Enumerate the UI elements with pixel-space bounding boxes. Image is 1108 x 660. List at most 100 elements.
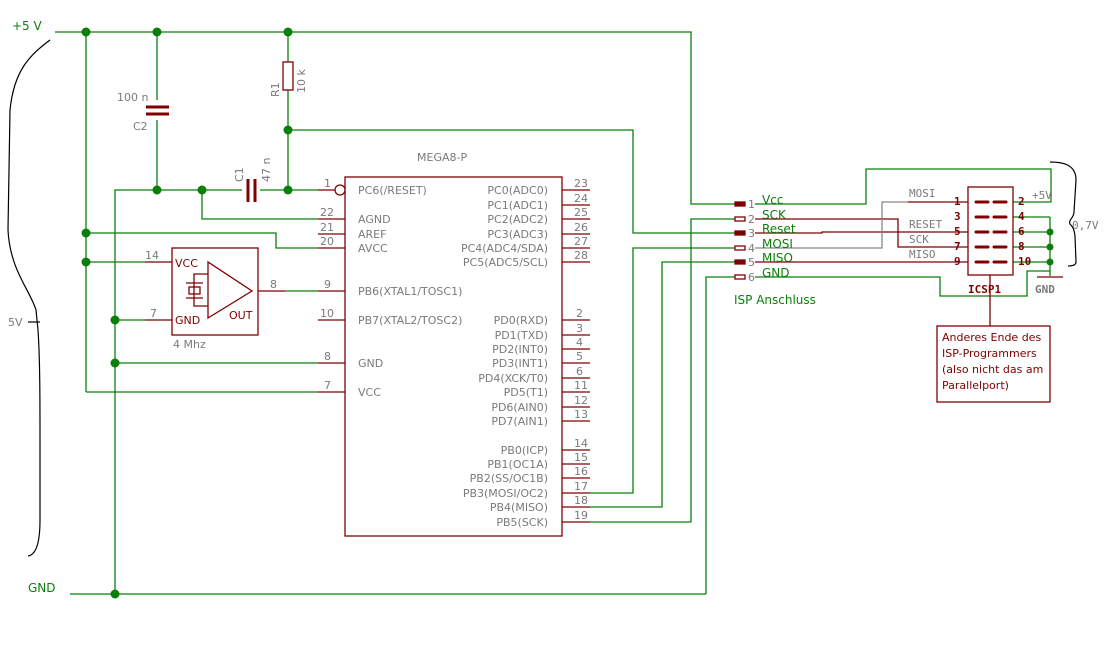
mcu-pin-label: AREF [358, 228, 386, 241]
capacitor-c2: 100 n C2 [117, 91, 169, 133]
mcu-pin-label: PD4(XCK/T0) [478, 372, 548, 385]
mcu-pin-number: 24 [574, 192, 588, 205]
svg-text:GND: GND [175, 314, 200, 327]
mcu-pin-number: 8 [324, 350, 331, 363]
svg-text:C1: C1 [233, 167, 246, 182]
gnd-rail-label: GND [28, 581, 56, 595]
icsp-pin-number: 8 [1018, 240, 1025, 253]
mcu-pin-label: PC6(/RESET) [358, 184, 427, 197]
voltage-note: 0,7V [1072, 219, 1099, 232]
mcu-pin-label: PB2(SS/OC1B) [470, 472, 548, 485]
icsp-pin-number: 9 [954, 255, 961, 268]
isp-pad [734, 216, 746, 222]
svg-text:OUT: OUT [229, 309, 253, 322]
mcu-pin-number: 9 [324, 278, 331, 291]
mcu-pin-label: PB3(MOSI/OC2) [463, 487, 548, 500]
note-line: ISP-Programmers [942, 347, 1037, 360]
mcu-pin-label: AGND [358, 213, 391, 226]
mcu-pin-label: PD3(INT1) [492, 357, 548, 370]
mcu-pin-label: PB1(OC1A) [487, 458, 548, 471]
isp-pin-label: GND [762, 266, 790, 280]
icsp-signal-label: MISO [909, 248, 936, 261]
mcu-pin-number: 10 [320, 307, 334, 320]
mcu-pin-label: PD5(T1) [504, 386, 548, 399]
svg-text:R1: R1 [269, 82, 282, 97]
resistor-r1: R1 10 k [269, 61, 308, 97]
isp-pin-label: Vcc [762, 193, 783, 207]
icsp-pin-number: 10 [1018, 255, 1031, 268]
mcu-pin-number: 1 [324, 177, 331, 190]
mcu-name: MEGA8-P [417, 151, 467, 164]
icsp-signal-label: RESET [909, 218, 942, 231]
mcu-pin-label: PC1(ADC1) [487, 199, 548, 212]
mcu-pin-number: 4 [576, 336, 583, 349]
isp-pin-label: Reset [762, 222, 796, 236]
mcu-pin-label: PD1(TXD) [495, 329, 548, 342]
mcu-pin-number: 5 [576, 350, 583, 363]
svg-text:14: 14 [145, 249, 159, 262]
icsp-pin-number: 1 [954, 195, 961, 208]
mcu-pin-label: PB4(MISO) [490, 501, 548, 514]
mcu-pin-number: 12 [574, 394, 588, 407]
mcu-pin-number: 13 [574, 408, 588, 421]
mcu-pin-label: PD7(AIN1) [491, 415, 548, 428]
mcu-pin-label: PB7(XTAL2/TOSC2) [358, 314, 462, 327]
mcu-pin-label: PB5(SCK) [496, 516, 548, 529]
mcu-pin-label: PD0(RXD) [494, 314, 548, 327]
svg-text:VCC: VCC [175, 257, 198, 270]
mcu-pin-label: PD6(AIN0) [491, 401, 548, 414]
note-line: Parallelport) [942, 379, 1009, 392]
mcu-mega8: MEGA8-P 1PC6(/RESET)22AGND21AREF20AVCC9P… [318, 151, 590, 537]
mcu-pin-number: 21 [320, 221, 334, 234]
svg-text:7: 7 [150, 307, 157, 320]
note-line: (also nicht das am [942, 363, 1043, 376]
mcu-pin-number: 2 [576, 307, 583, 320]
isp-pad [734, 201, 746, 207]
junction-dots [81, 27, 1054, 599]
isp-pin-label: MISO [762, 251, 793, 265]
mcu-pin-label: PC5(ADC5/SCL) [463, 256, 548, 269]
mcu-pin-label: PB6(XTAL1/TOSC1) [358, 285, 462, 298]
mcu-pin-number: 6 [576, 365, 583, 378]
mcu-pin-number: 11 [574, 379, 588, 392]
isp-pad [734, 274, 746, 280]
icsp-pin-number: 3 [954, 210, 961, 223]
mcu-pin-label: PC4(ADC4/SDA) [461, 242, 548, 255]
mcu-pin-label: AVCC [358, 242, 388, 255]
icsp-signal-label: SCK [909, 233, 929, 246]
mcu-pin-number: 19 [574, 509, 588, 522]
supply-brace [7, 39, 51, 557]
isp-pin-number: 2 [748, 213, 755, 226]
isp-pin-label: SCK [762, 208, 787, 222]
note-line: Anderes Ende des [942, 331, 1041, 344]
mcu-pin-label: PC3(ADC3) [487, 228, 548, 241]
isp-pin-number: 3 [748, 227, 755, 240]
svg-text:4 Mhz: 4 Mhz [173, 338, 206, 351]
oscillator: VCC GND OUT 4 Mhz 14 7 8 [145, 247, 285, 351]
isp-pin-number: 5 [748, 256, 755, 269]
isp-pad [734, 245, 746, 251]
icsp-pin-number: 6 [1018, 225, 1025, 238]
mcu-pin-label: PB0(ICP) [501, 444, 548, 457]
mcu-pin-number: 3 [576, 322, 583, 335]
mcu-pin-label: PC0(ADC0) [487, 184, 548, 197]
isp-pad [734, 230, 746, 236]
isp-pin-number: 1 [748, 198, 755, 211]
mcu-pin-number: 22 [320, 206, 334, 219]
wires [55, 31, 1052, 595]
svg-text:100 n: 100 n [117, 91, 148, 104]
mcu-pin-number: 15 [574, 451, 588, 464]
isp-title: ISP Anschluss [734, 293, 816, 307]
icsp-pin-number: 4 [1018, 210, 1025, 223]
isp-pad [734, 259, 746, 265]
mcu-pin-number: 23 [574, 177, 588, 190]
mcu-pin-number: 25 [574, 206, 588, 219]
svg-text:10 k: 10 k [295, 69, 308, 93]
capacitor-c1: C1 47 n [233, 158, 273, 202]
mcu-pin-number: 7 [324, 379, 331, 392]
mcu-pin-label: PC2(ADC2) [487, 213, 548, 226]
mcu-pin-number: 14 [574, 437, 588, 450]
icsp-pin-number: 2 [1018, 195, 1025, 208]
